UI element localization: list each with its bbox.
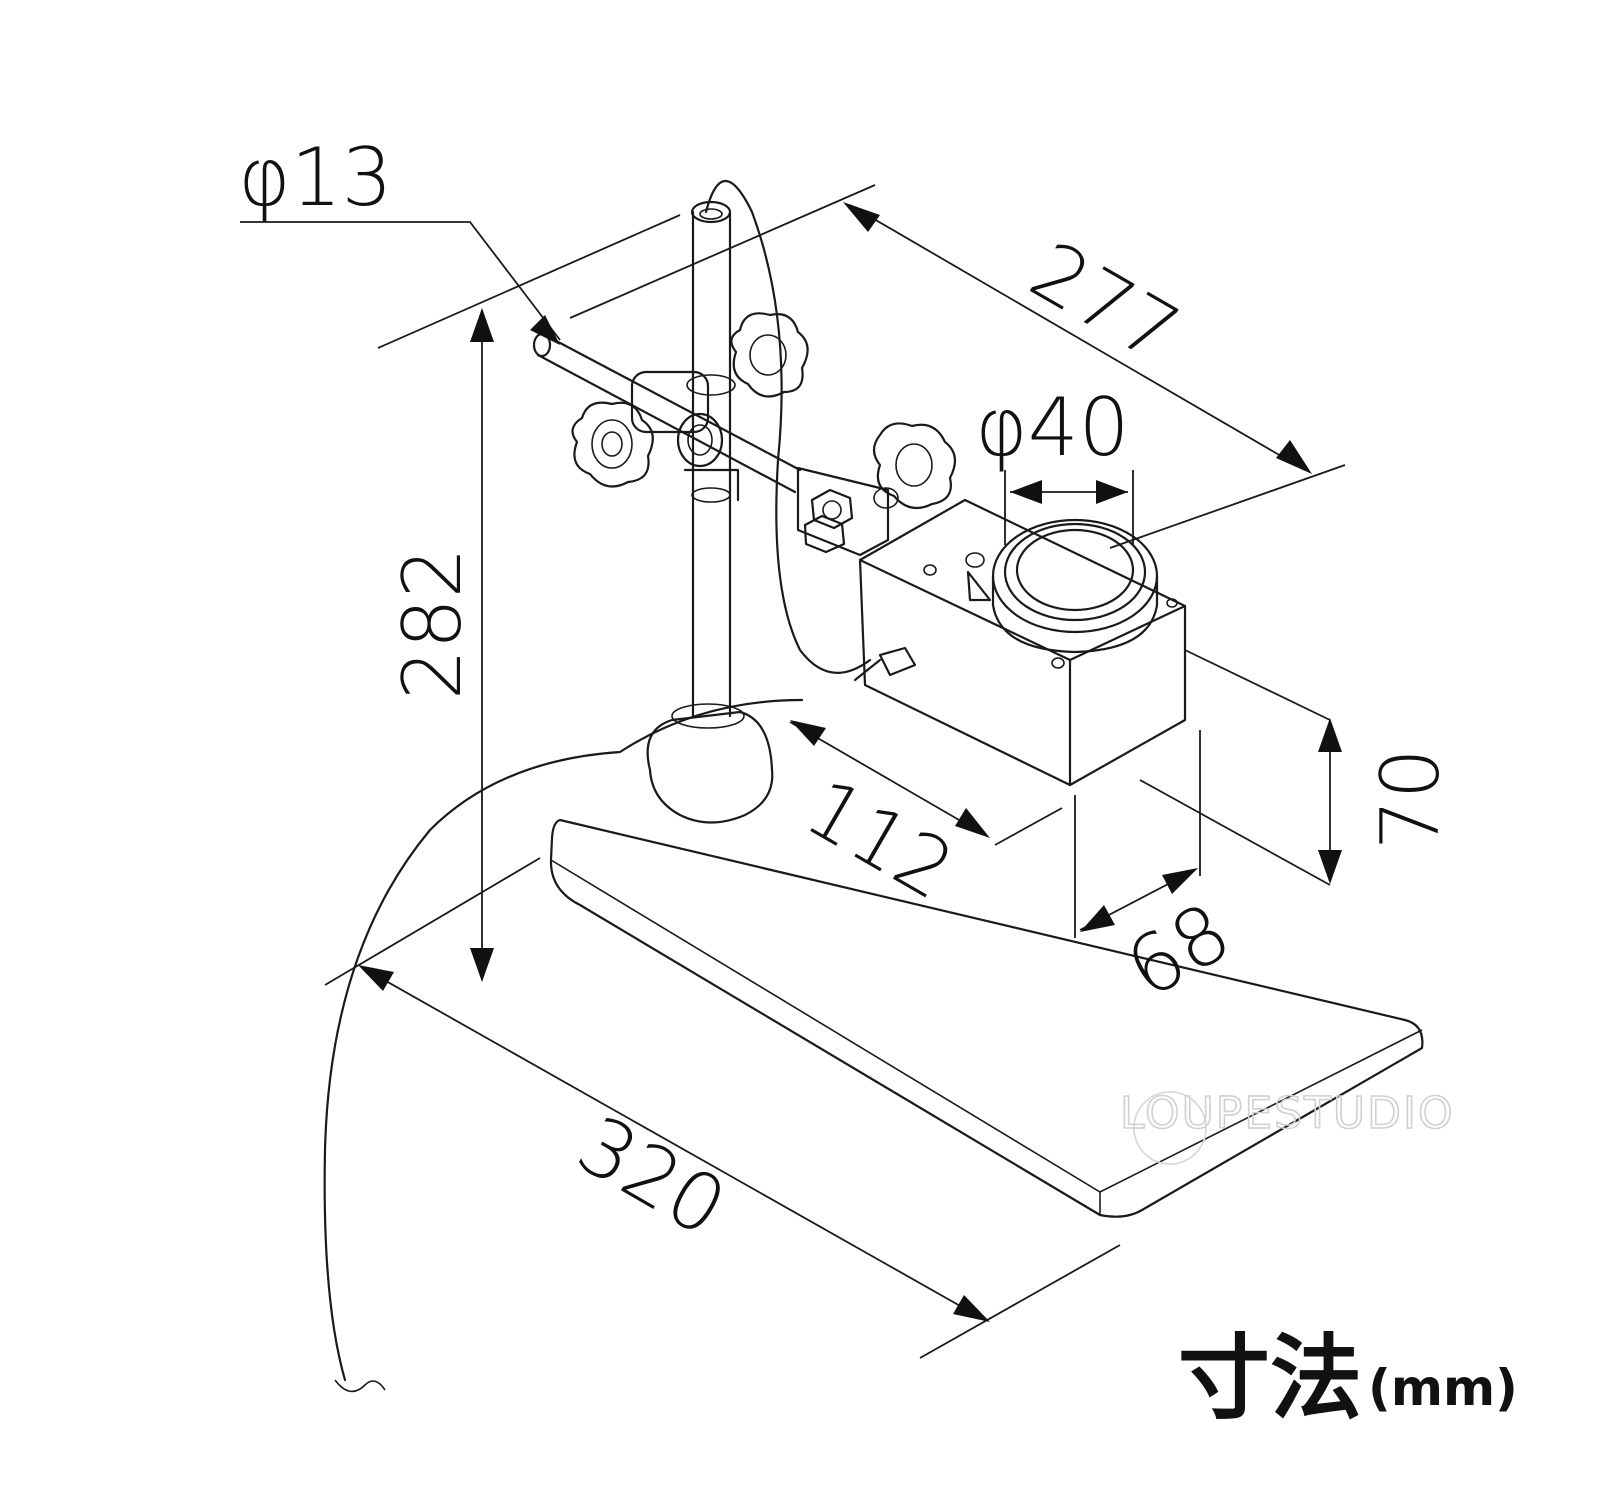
dim-head-height-label: 70 [1364,748,1457,850]
cable [323,180,872,1393]
dim-pole-diameter: φ13 [238,131,561,345]
svg-text:LOUPESTUDIO: LOUPESTUDIO [1120,1088,1455,1139]
caption: 寸法 (mm) [1178,1325,1518,1432]
dim-lens-diameter-label: φ40 [975,381,1130,474]
dim-head-depth: 112 [789,720,1063,918]
lens-head [853,498,1187,787]
dim-head-height: 70 [1139,649,1457,886]
dim-head-width: 68 [1074,730,1246,1016]
dim-arm-length-label: 277 [1016,224,1195,381]
dim-total-height-label: 282 [386,547,479,700]
dim-lens-diameter: φ40 [975,381,1134,545]
dim-pole-diameter-label: φ13 [238,131,393,224]
dim-base-length: 320 [324,857,1121,1359]
caption-title: 寸法 [1178,1325,1362,1432]
vertical-pole [690,200,732,718]
dim-head-depth-label: 112 [791,761,970,918]
pole-foot [646,703,774,824]
knob-right [872,422,957,510]
base-plate [549,818,1424,1218]
caption-unit: (mm) [1368,1359,1518,1417]
knob-upper [730,312,809,398]
dim-arm-length: 277 [377,184,1346,549]
lens-ring [991,518,1159,654]
dim-head-width-label: 68 [1111,885,1246,1016]
dim-base-length-label: 320 [563,1098,742,1255]
dim-total-height: 282 [386,308,494,982]
clamp-and-arm [532,332,802,502]
watermark-logo: LOUPESTUDIO [1119,1087,1455,1165]
knob-left [571,401,654,488]
focus-bracket [796,466,899,557]
